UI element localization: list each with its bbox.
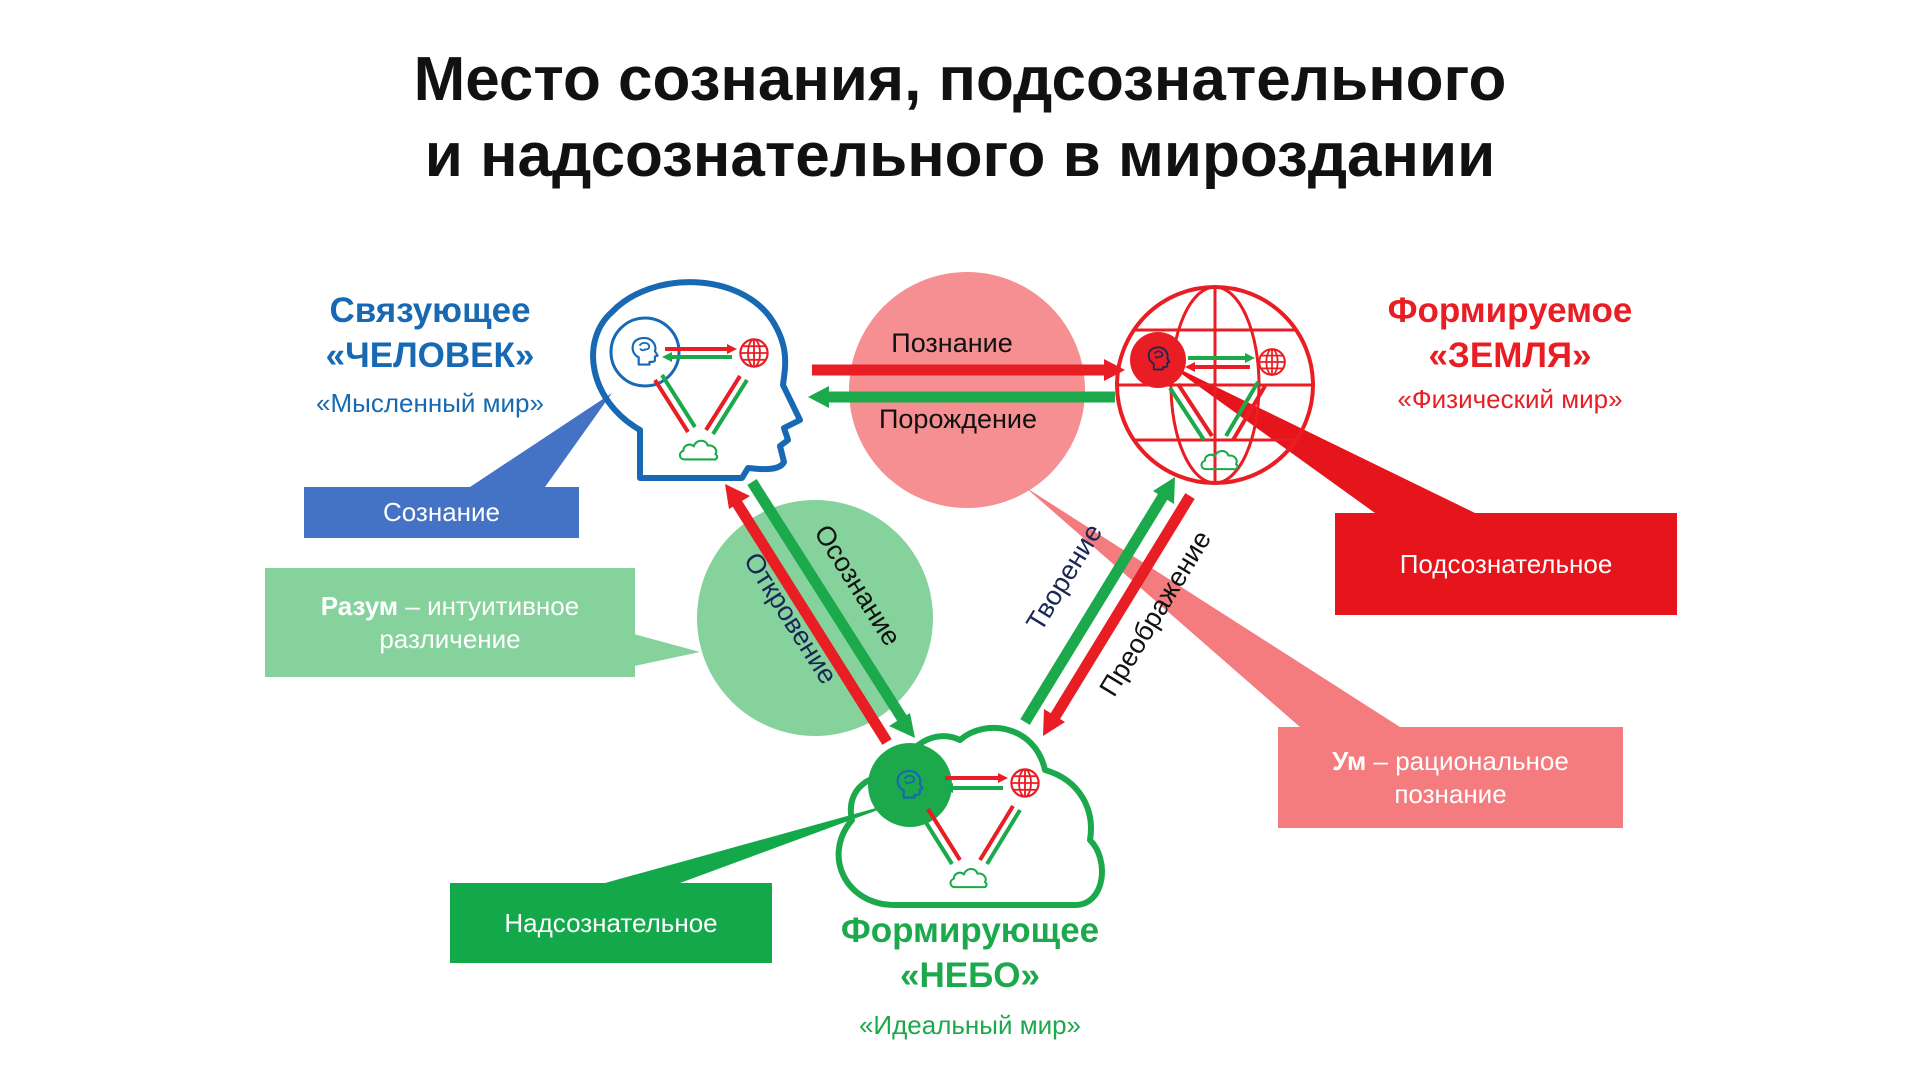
label-knowledge: Познание <box>891 328 1012 358</box>
sky-title: Формирующее «НЕБО» <box>790 908 1150 998</box>
cloud-icon <box>1200 449 1239 471</box>
cloud-icon <box>949 867 988 889</box>
mind-label-rest: – рациональное познание <box>1366 745 1569 809</box>
arrow-awareness <box>747 479 910 726</box>
mind-pointer <box>1025 487 1400 727</box>
sky-node <box>835 725 1105 908</box>
mind-label-bold: Ум <box>1332 745 1367 776</box>
label-generation: Порождение <box>879 404 1037 434</box>
consciousness-box: Сознание <box>304 487 579 538</box>
head-icon <box>631 336 659 366</box>
reason-label-rest: – интуитивное различение <box>379 590 580 654</box>
head-outline <box>590 279 803 481</box>
subconscious-box: Подсознательное <box>1335 513 1677 615</box>
human-subtitle: «Мысленный мир» <box>316 388 544 418</box>
cloud-icon <box>678 439 719 461</box>
sky-title-line-2: «НЕБО» <box>900 956 1040 995</box>
page-title: Место сознания, подсознательного и надсо… <box>0 42 1920 194</box>
human-title: Связующее «ЧЕЛОВЕК» <box>270 288 590 378</box>
earth-subtitle: «Физический мир» <box>1397 384 1623 414</box>
reason-label: Разум – интуитивное различение <box>285 590 615 656</box>
earth-title: Формируемое «ЗЕМЛЯ» <box>1330 288 1690 378</box>
sky-title-line-1: Формирующее <box>840 911 1100 950</box>
consciousness-label: Сознание <box>382 497 501 527</box>
subconscious-pointer <box>1165 362 1475 513</box>
arrow-creation <box>1020 490 1170 725</box>
mind-label: Ум – рациональное познание <box>1296 745 1605 811</box>
human-node <box>590 279 803 481</box>
globe-icon <box>739 338 769 368</box>
globe-icon <box>1010 768 1040 798</box>
cloud-outline <box>835 725 1105 908</box>
arrow-revelation <box>730 497 892 745</box>
superconscious-label: Надсознательное <box>504 907 718 938</box>
knowledge-circle <box>849 272 1085 508</box>
earth-title-line-1: Формируемое <box>1387 291 1633 330</box>
earth-title-line-2: «ЗЕМЛЯ» <box>1428 336 1592 375</box>
head-inner-circle <box>609 316 681 388</box>
reason-label-bold: Разум <box>320 590 399 621</box>
human-title-line-2: «ЧЕЛОВЕК» <box>325 336 535 375</box>
mind-box: Ум – рациональное познание <box>1278 727 1623 828</box>
human-title-line-1: Связующее <box>329 291 531 330</box>
earth-head-disc <box>1130 332 1186 388</box>
earth-node <box>1115 285 1315 485</box>
reason-pointer <box>630 633 700 667</box>
superconscious-box: Надсознательное <box>450 883 772 963</box>
subconscious-label: Подсознательное <box>1399 548 1613 579</box>
sky-subtitle: «Идеальный мир» <box>858 1010 1082 1040</box>
superconscious-pointer <box>605 800 905 883</box>
arrow-transformation <box>1048 493 1195 723</box>
title-line-2: и надсознательного в мироздании <box>424 121 1496 190</box>
sky-head-disc <box>868 743 952 827</box>
title-line-1: Место сознания, подсознательного <box>413 45 1507 114</box>
consciousness-pointer <box>470 393 612 487</box>
label-creation: Творение <box>1020 519 1108 637</box>
globe-icon <box>1258 348 1286 376</box>
reason-box: Разум – интуитивное различение <box>265 568 635 677</box>
